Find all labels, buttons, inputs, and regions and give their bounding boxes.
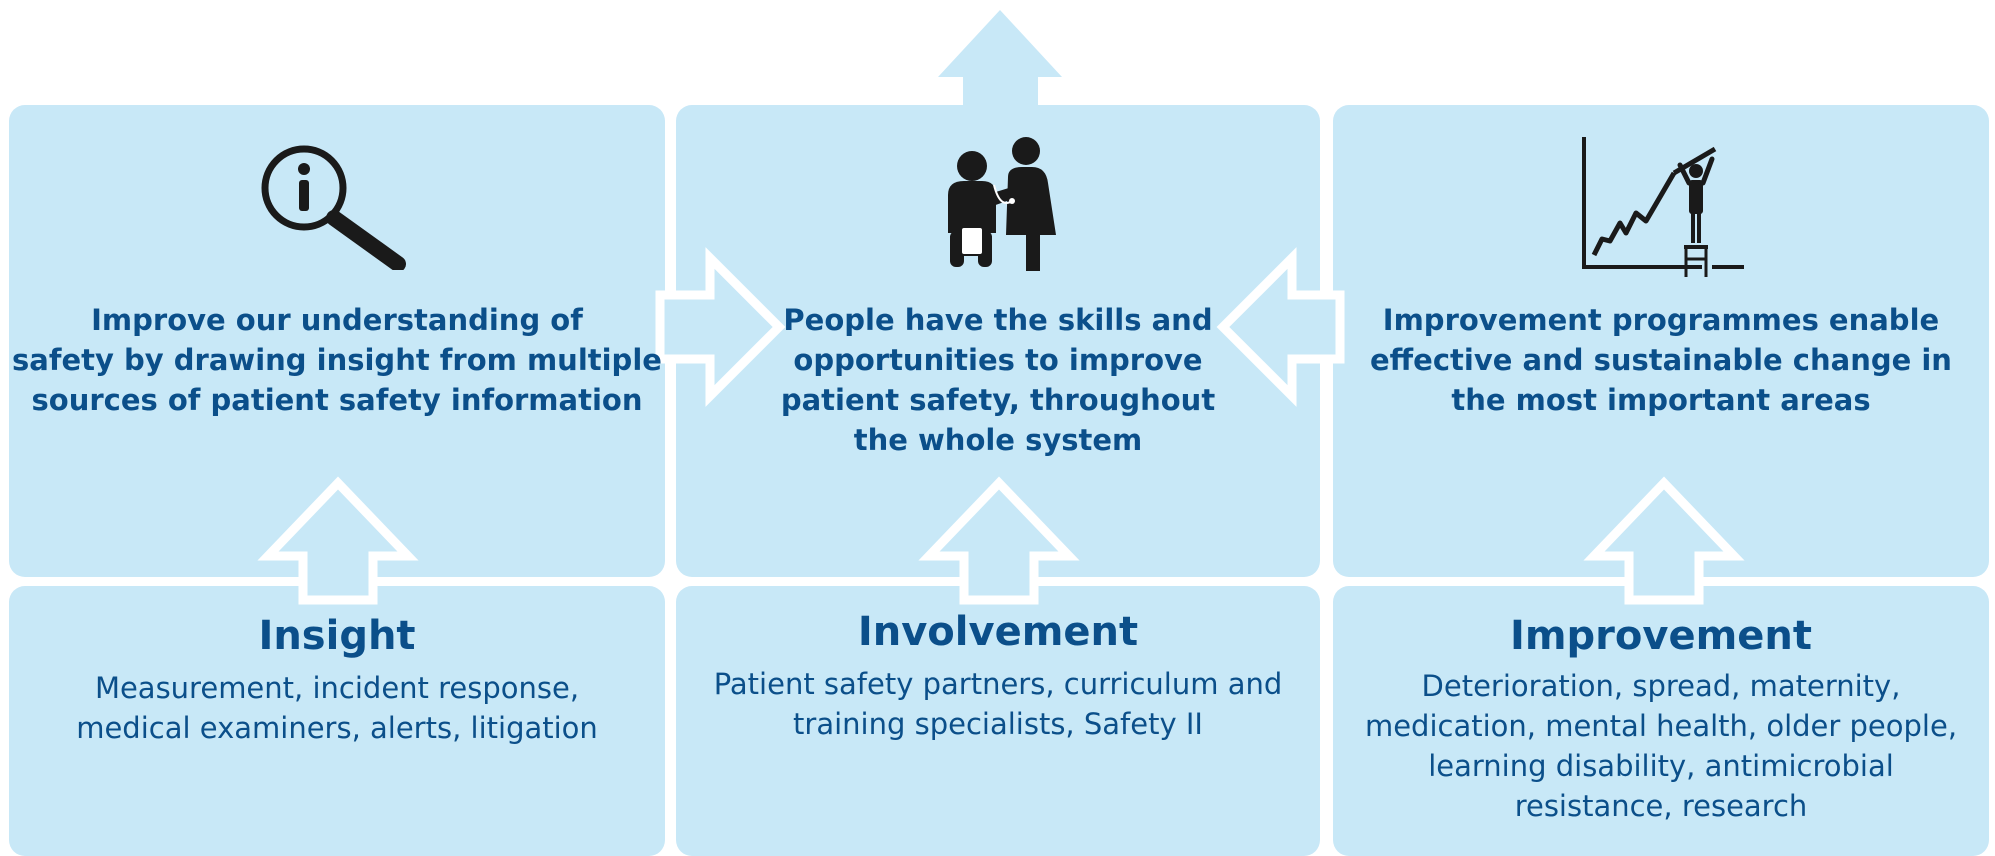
improvement-heading: Improvement	[1509, 613, 1812, 659]
insight-heading: Insight	[258, 613, 416, 659]
involvement-goal-text: People have the skills and opportunities…	[780, 303, 1216, 457]
insight-description: Measurement, incident response, medical …	[76, 671, 598, 745]
improvement-goal-text: Improvement programmes enable effective …	[1370, 303, 1952, 417]
improvement-description: Deterioration, spread, maternity, medica…	[1364, 669, 1958, 823]
involvement-heading: Involvement	[857, 609, 1139, 655]
clinician-patient-icon	[948, 137, 1056, 271]
magnifier-info-icon	[261, 145, 406, 270]
involvement-panel	[676, 586, 1320, 856]
top-output-arrow	[938, 10, 1062, 105]
involvement-description: Patient safety partners, curriculum and …	[713, 667, 1283, 741]
improvement-panel	[1333, 586, 1989, 856]
insight-panel	[9, 586, 665, 856]
rising-chart-icon	[1582, 137, 1744, 277]
insight-goal-text: Improve our understanding of safety by d…	[12, 303, 662, 417]
